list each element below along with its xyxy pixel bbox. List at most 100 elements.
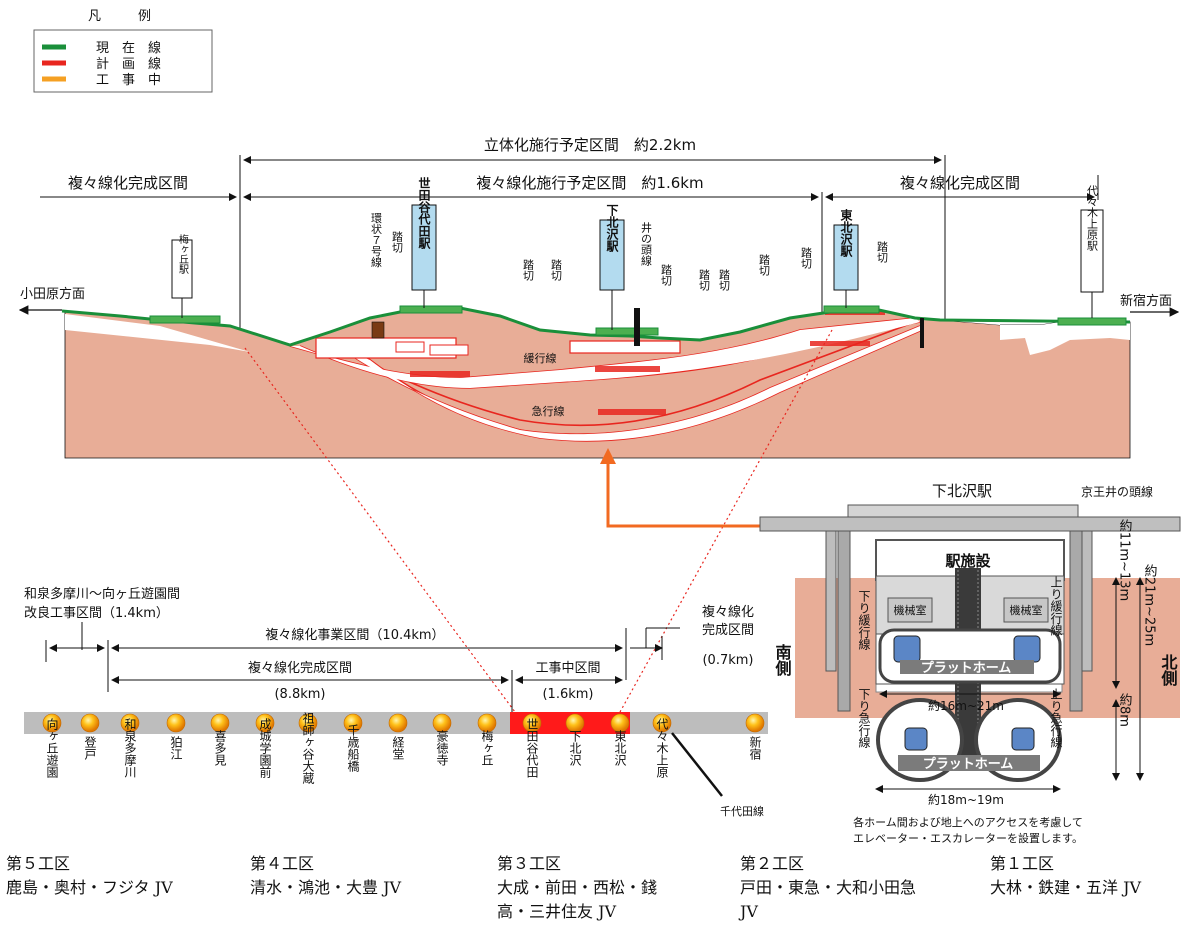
sign-setagayadaita: 世田谷代田駅 xyxy=(417,176,431,250)
credit-zone-5: 第５工区 鹿島・奥村・フジタ JV xyxy=(6,852,236,900)
section-width-lower: 約18m~19m xyxy=(928,792,1004,807)
section-platform-lower: プラットホーム xyxy=(923,757,1014,772)
station-marker xyxy=(210,713,230,733)
station-label: 成城学園前 xyxy=(258,718,272,778)
section-keio-label: 京王井の頭線 xyxy=(1081,484,1153,499)
platform-umegaoka xyxy=(149,315,221,324)
profile-crossings: 環状７号線 井の頭線 踏切 踏切 踏切 踏切 踏切 踏切 踏切 踏切 踏切 xyxy=(370,212,889,291)
span-done-right-label: 複々線化完成区間 xyxy=(900,174,1020,192)
section-up-slow: 上り緩行線 xyxy=(1049,576,1063,636)
chiyoda-label: 千代田線 xyxy=(720,804,764,818)
section-down-express: 下り急行線 xyxy=(857,688,871,748)
section-depth-3: 約8m xyxy=(1117,693,1133,727)
legend-label-planned: 計 画 線 xyxy=(96,56,161,72)
station-label: 千歳船橋 xyxy=(346,724,360,773)
station-label: 下北沢 xyxy=(568,730,582,767)
station-marker xyxy=(80,713,100,733)
credit-zone-4: 第４工区 清水・鴻池・大豊 JV xyxy=(250,852,480,900)
station-label: 経堂 xyxy=(391,736,405,760)
crossing-1: 踏切 xyxy=(391,230,404,253)
route-right-done-2: 完成区間 xyxy=(702,623,754,638)
credit-zone-5-contractor: 鹿島・奥村・フジタ JV xyxy=(6,878,173,897)
span-total-label: 立体化施行予定区間 約2.2km xyxy=(484,136,696,154)
section-platform-upper: プラットホーム xyxy=(921,661,1012,676)
station-marker xyxy=(477,713,497,733)
station-signs: 梅ヶ丘駅 世田谷代田駅 下北沢駅 東北沢駅 代々木上原駅 xyxy=(171,176,1104,330)
station-label: 新宿 xyxy=(748,735,762,760)
crossing-3: 踏切 xyxy=(550,258,563,281)
station-marker xyxy=(388,713,408,733)
station-marker xyxy=(120,713,140,733)
odawara-label: 小田原方面 xyxy=(20,286,85,302)
route-done-label: 複々線化完成区間 xyxy=(248,660,352,676)
crossing-8: 踏切 xyxy=(800,246,813,269)
station-label: 梅ヶ丘 xyxy=(480,729,494,766)
section-note-2: エレベーター・エスカレーターを設置します。 xyxy=(853,831,1083,845)
credit-zone-1: 第１工区 大林・鉄建・五洋 JV xyxy=(990,852,1180,900)
credit-zone-1-contractor: 大林・鉄建・五洋 JV xyxy=(990,878,1142,897)
credit-zone-4-contractor: 清水・鴻池・大豊 JV xyxy=(250,878,402,897)
chiyoda-line xyxy=(671,732,723,797)
station-label: 祖師ヶ谷大蔵 xyxy=(301,711,315,785)
shimokitazawa-diagram: 凡 例 現 在 線 計 画 線 工 事 中 立体化施行予定区間 約2.2km 複… xyxy=(18,9,1181,845)
izumi-line-2: 改良工事区間（1.4km） xyxy=(24,605,169,621)
crossing-6: 踏切 xyxy=(718,268,731,291)
station-marker xyxy=(610,713,630,733)
platform-shimokitazawa xyxy=(595,327,659,336)
route-done-len: (8.8km) xyxy=(274,687,325,702)
legend-title-left: 凡 xyxy=(88,9,101,24)
section-title: 下北沢駅 xyxy=(932,482,992,500)
platform-yoyogiuehara xyxy=(1057,317,1127,326)
sign-higashikitazawa: 東北沢駅 xyxy=(839,208,853,258)
slow-line-tunnel xyxy=(290,318,920,388)
legend-title-right: 例 xyxy=(138,9,151,24)
izumi-line-1: 和泉多摩川～向ヶ丘遊園間 xyxy=(24,586,180,602)
credit-zone-1-title: 第１工区 xyxy=(990,854,1055,873)
slow-line-label: 緩行線 xyxy=(524,351,557,365)
inokashira-bridge xyxy=(634,308,640,346)
legend-box xyxy=(33,29,213,93)
loop7-road xyxy=(371,321,385,339)
crossing-4: 踏切 xyxy=(660,263,673,286)
station-label: 喜多見 xyxy=(213,730,227,766)
section-facility-label: 駅施設 xyxy=(944,552,991,570)
platform-setagayadaita xyxy=(399,305,463,314)
station-marker xyxy=(42,713,62,733)
span-double-plan-label: 複々線化施行予定区間 約1.6km xyxy=(476,174,703,192)
section-down-slow: 下り緩行線 xyxy=(857,590,871,650)
platform-higashikitazawa xyxy=(823,305,880,314)
credit-zone-5-title: 第５工区 xyxy=(6,854,71,873)
crossing-7: 踏切 xyxy=(758,253,771,276)
credit-zone-2-title: 第２工区 xyxy=(740,854,805,873)
inokashira-label: 井の頭線 xyxy=(640,221,653,266)
station-marker xyxy=(652,713,672,733)
route-project-label: 複々線化事業区間（10.4km） xyxy=(265,627,444,643)
legend-label-construction: 工 事 中 xyxy=(96,73,161,88)
sign-umegaoka: 梅ヶ丘駅 xyxy=(177,233,189,275)
credit-zone-3-title: 第３工区 xyxy=(497,854,562,873)
section-note-1: 各ホーム間および地上へのアクセスを考慮して xyxy=(853,815,1083,829)
credit-zone-2-contractor: 戸田・東急・大和小田急 JV xyxy=(740,878,917,921)
shinjuku-label: 新宿方面 xyxy=(1120,293,1172,309)
station-label: 向ヶ丘遊園 xyxy=(45,717,59,778)
station-marker xyxy=(745,713,765,733)
contractor-credits: 第５工区 鹿島・奥村・フジタ JV 第４工区 清水・鴻池・大豊 JV 第３工区 … xyxy=(0,852,1185,938)
sign-yoyogiuehara: 代々木上原駅 xyxy=(1086,185,1099,252)
station-label: 代々木上原 xyxy=(655,718,669,778)
station-label: 世田谷代田 xyxy=(525,718,539,778)
credit-zone-4-title: 第４工区 xyxy=(250,854,315,873)
station-marker xyxy=(522,713,542,733)
station-marker xyxy=(432,713,452,733)
section-machine-left: 機械室 xyxy=(894,603,927,617)
section-up-express: 上り急行線 xyxy=(1049,688,1063,748)
credit-zone-3: 第３工区 大成・前田・西松・錢 高・三井住友 JV xyxy=(497,852,707,924)
legend-label-current: 現 在 線 xyxy=(96,40,161,56)
route-right-done-len: (0.7km) xyxy=(702,653,753,668)
station-label: 登戸 xyxy=(83,735,97,761)
loop7-label: 環状７号線 xyxy=(370,212,383,267)
section-depth-1: 約11m~13m xyxy=(1117,519,1133,601)
legend: 凡 例 現 在 線 計 画 線 工 事 中 xyxy=(33,9,213,93)
crossing-2: 踏切 xyxy=(522,258,535,281)
crossing-5: 踏切 xyxy=(698,268,711,291)
direction-arrows: 小田原方面 新宿方面 xyxy=(18,286,1180,317)
